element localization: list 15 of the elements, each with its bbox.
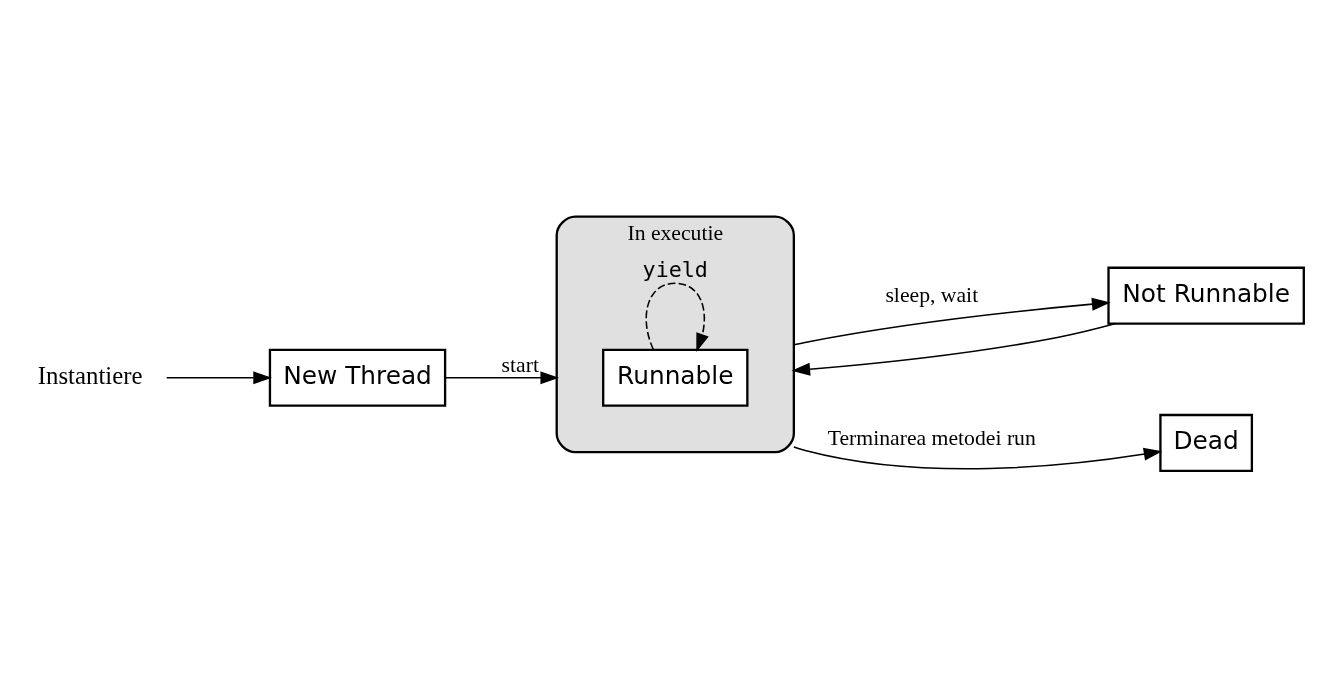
node-box: Not Runnable: [1107, 266, 1305, 325]
edge-label: Terminarea metodei run: [827, 425, 1036, 450]
arrow: [645, 282, 709, 352]
arrow: [793, 297, 1111, 346]
edge-label: start: [501, 352, 539, 377]
node-text: Instantiere: [37, 361, 143, 389]
node-box: Runnable: [602, 348, 749, 407]
edge-label: yield: [642, 257, 708, 283]
arrow: [793, 446, 1163, 470]
node-box: New Thread: [268, 348, 447, 407]
node-box: Dead: [1159, 413, 1254, 472]
arrow: [791, 322, 1117, 376]
arrow: [444, 371, 560, 385]
edge-label: sleep, wait: [885, 283, 979, 308]
arrow: [165, 371, 272, 385]
